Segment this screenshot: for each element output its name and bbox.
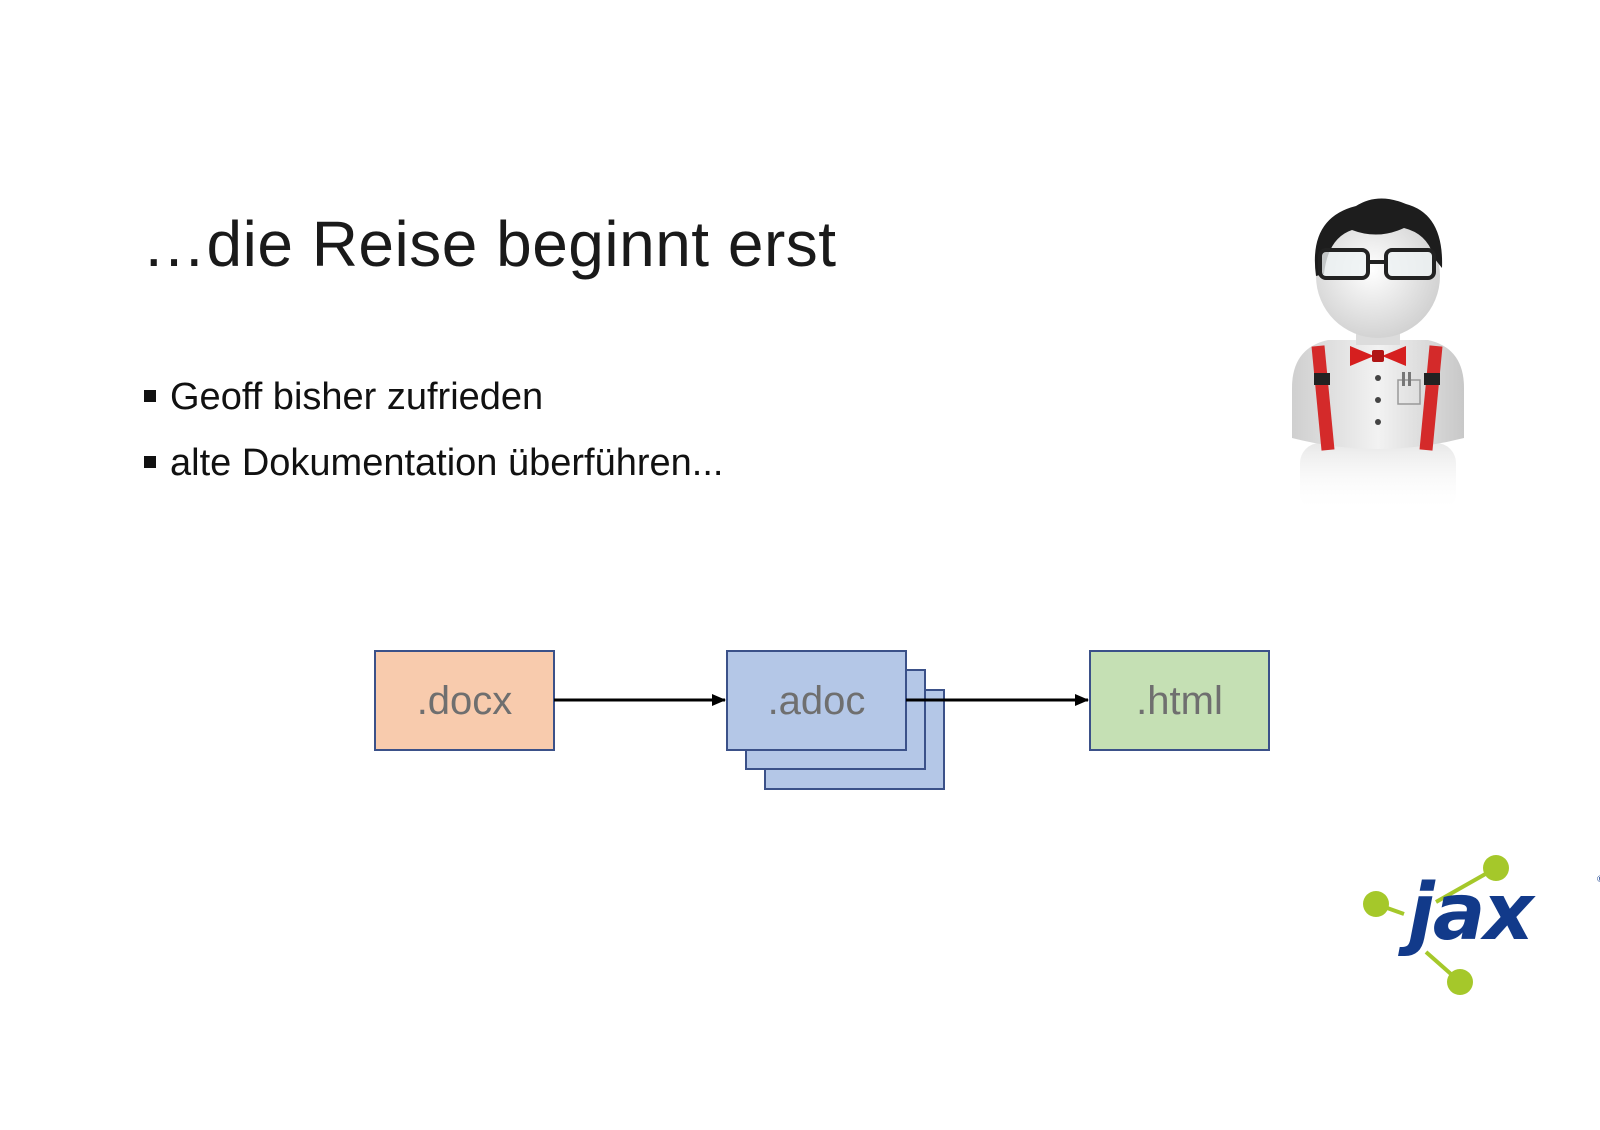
node-adoc: .adoc — [726, 650, 945, 790]
node-docx-label: .docx — [417, 679, 513, 723]
jax-logo-text: jax — [1408, 868, 1534, 958]
jax-logo-icon: ® — [1363, 855, 1600, 995]
slide-title: …die Reise beginnt erst — [142, 208, 837, 280]
svg-text:®: ® — [1596, 875, 1600, 885]
node-html-label: .html — [1136, 679, 1223, 723]
bullet-square-icon — [144, 456, 156, 468]
bullet-item: Geoff bisher zufrieden — [144, 378, 723, 444]
node-docx: .docx — [374, 650, 555, 751]
nerd-character-icon — [1292, 198, 1464, 513]
bullet-item: alte Dokumentation überführen... — [144, 444, 723, 510]
bullet-square-icon — [144, 390, 156, 402]
bullet-list: Geoff bisher zufrieden alte Dokumentatio… — [144, 378, 723, 510]
node-html: .html — [1089, 650, 1270, 751]
node-adoc-label: .adoc — [768, 679, 866, 723]
